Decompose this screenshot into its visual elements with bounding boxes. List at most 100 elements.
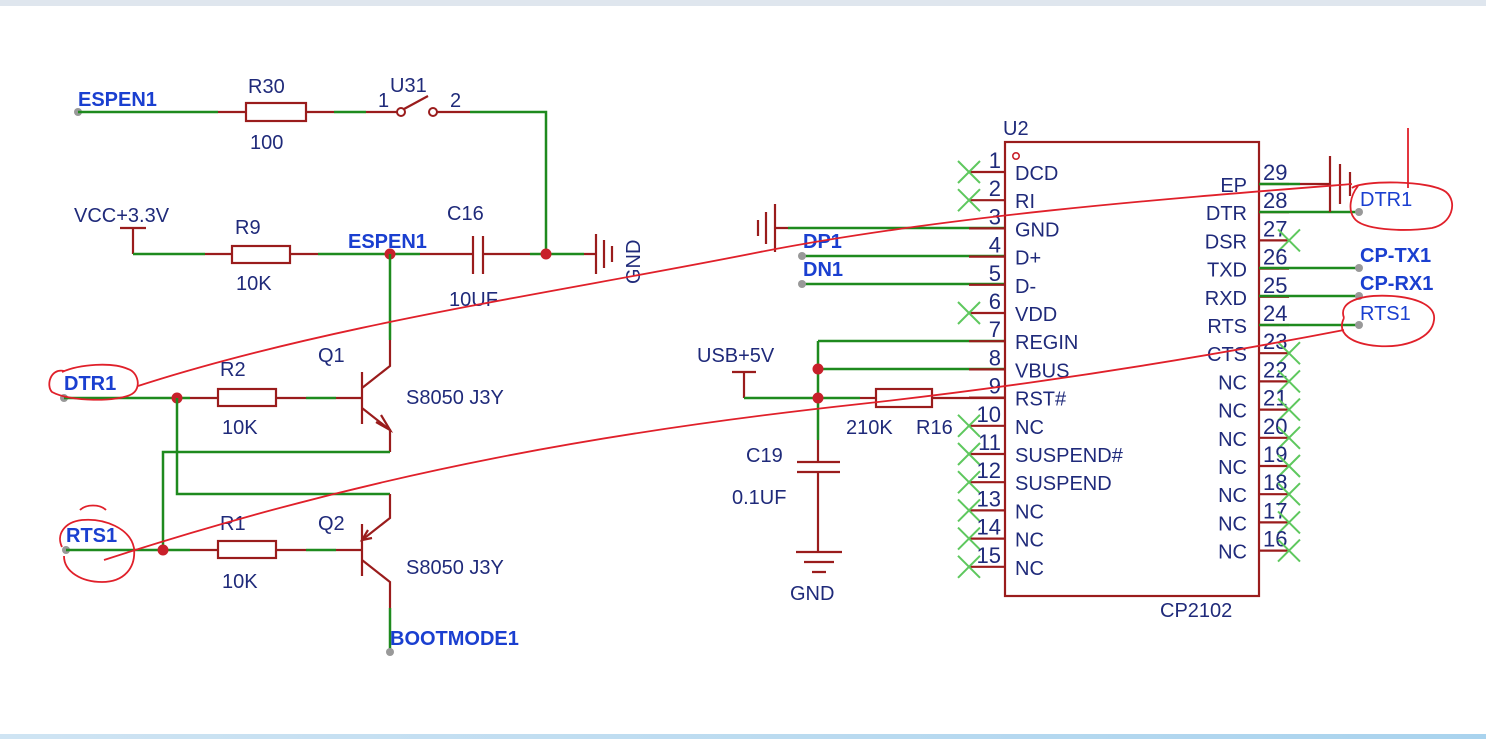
u2-pin-name: NC bbox=[1218, 457, 1247, 479]
no-connect-icon bbox=[1277, 454, 1301, 478]
wire-dtr1-q2-collector bbox=[175, 398, 390, 496]
junction-vbus bbox=[812, 363, 824, 375]
u2-pin1-marker bbox=[1011, 152, 1020, 161]
u2-pin-name: SUSPEND# bbox=[1015, 445, 1124, 467]
no-connect-icon bbox=[957, 470, 981, 494]
no-connect-icon bbox=[1277, 510, 1301, 535]
u2-pin-number: 1 bbox=[989, 148, 1001, 173]
no-connect-icon bbox=[957, 301, 981, 325]
q2-transistor bbox=[336, 494, 392, 652]
no-connect-icon bbox=[957, 414, 981, 438]
r16-ref: R16 bbox=[916, 417, 953, 439]
u2-pin-name: REGIN bbox=[1015, 332, 1078, 354]
u2-pin-number: 15 bbox=[977, 543, 1001, 568]
r9-ref: R9 bbox=[235, 217, 261, 239]
u2-pin-name: NC bbox=[1015, 501, 1044, 523]
u31-pin2: 2 bbox=[450, 90, 461, 112]
r1-value: 10K bbox=[222, 571, 258, 593]
net-label-usb5v: USB+5V bbox=[697, 345, 775, 367]
u2-part: CP2102 bbox=[1160, 600, 1232, 622]
u2-pin-name: D+ bbox=[1015, 248, 1041, 270]
no-connect-icon bbox=[957, 160, 981, 184]
u2-pin-name: DTR bbox=[1206, 203, 1247, 225]
no-connect-icon bbox=[1277, 341, 1301, 365]
gnd-symbol-ep bbox=[1259, 156, 1352, 212]
u2-pin-number: 11 bbox=[978, 430, 1001, 455]
bootmode1-terminal bbox=[386, 648, 394, 656]
u2-pin-name: NC bbox=[1218, 429, 1247, 451]
u2-pin-name: DCD bbox=[1015, 163, 1058, 185]
net-label-rts1-left: RTS1 bbox=[66, 525, 117, 547]
cptx1-terminal bbox=[1355, 264, 1363, 272]
bottom-frame-strip bbox=[0, 734, 1486, 739]
dp1-terminal bbox=[798, 252, 806, 260]
u2-right-pins: 29EP28DTR27DSR26TXD25RXD24RTS23CTS22NC21… bbox=[1205, 160, 1301, 564]
dtr1-right-terminal bbox=[1355, 208, 1363, 216]
u2-pin-name: DSR bbox=[1205, 231, 1247, 253]
net-label-gnd-c16: GND bbox=[623, 240, 645, 284]
no-connect-icon bbox=[1277, 369, 1301, 394]
c16-ref: C16 bbox=[447, 203, 484, 225]
net-label-bootmode1: BOOTMODE1 bbox=[390, 628, 519, 650]
u2-pin-number: 28 bbox=[1263, 188, 1287, 213]
u2-pin-number: 12 bbox=[977, 458, 1001, 483]
u2-pin-number: 19 bbox=[1263, 442, 1287, 467]
u2-pin-number: 10 bbox=[977, 402, 1001, 427]
u2-pin-name: RI bbox=[1015, 191, 1035, 213]
r2-value: 10K bbox=[222, 417, 258, 439]
u2-pin-name: CTS bbox=[1207, 344, 1247, 366]
no-connect-icon bbox=[1277, 426, 1301, 450]
r1-resistor bbox=[66, 539, 336, 560]
u2-pin-number: 25 bbox=[1263, 273, 1287, 298]
u2-pin-name: D- bbox=[1015, 276, 1036, 298]
net-label-cprx1: CP-RX1 bbox=[1360, 273, 1433, 295]
u2-pin-name: NC bbox=[1015, 558, 1044, 580]
u2-ref: U2 bbox=[1003, 118, 1029, 140]
u2-pin-number: 21 bbox=[1263, 386, 1287, 411]
q2-value: S8050 J3Y bbox=[406, 557, 504, 579]
r9-value: 10K bbox=[236, 273, 272, 295]
u31-pin1: 1 bbox=[378, 90, 389, 112]
u2-pin-number: 27 bbox=[1263, 216, 1287, 241]
q2-ref: Q2 bbox=[318, 513, 345, 535]
junction-usb5v bbox=[812, 392, 824, 404]
u2-pin-name: NC bbox=[1218, 542, 1247, 564]
u2-pin-name: RXD bbox=[1205, 288, 1247, 310]
u2-pin-number: 14 bbox=[977, 515, 1001, 540]
u2-pin-name: RTS bbox=[1207, 316, 1247, 338]
u2-pin-name: RST# bbox=[1015, 389, 1067, 411]
u2-pin-number: 26 bbox=[1263, 245, 1287, 270]
u2-pin-name: EP bbox=[1220, 175, 1247, 197]
u31-ref: U31 bbox=[390, 75, 427, 97]
q1-ref: Q1 bbox=[318, 345, 345, 367]
u2-pin-name: NC bbox=[1218, 485, 1247, 507]
no-connect-icon bbox=[1277, 482, 1301, 506]
net-label-dtr1-left: DTR1 bbox=[64, 373, 116, 395]
u2-pin-2: 2RI bbox=[957, 176, 1035, 213]
u2-pin-name: NC bbox=[1218, 513, 1247, 535]
c16-value: 10UF bbox=[449, 289, 498, 311]
u2-pin-name: NC bbox=[1218, 372, 1247, 394]
u2-pin-number: 29 bbox=[1263, 160, 1287, 185]
u2-pin-number: 4 bbox=[989, 233, 1001, 258]
r30-ref: R30 bbox=[248, 76, 285, 98]
u2-pin-number: 18 bbox=[1263, 470, 1287, 495]
u2-left-pins: 1DCD2RI3GND4D+5D-6VDD7REGIN8VBUS9RST#10N… bbox=[957, 148, 1124, 580]
c19-ref: C19 bbox=[746, 445, 783, 467]
net-label-rts1-right: RTS1 bbox=[1360, 303, 1411, 325]
